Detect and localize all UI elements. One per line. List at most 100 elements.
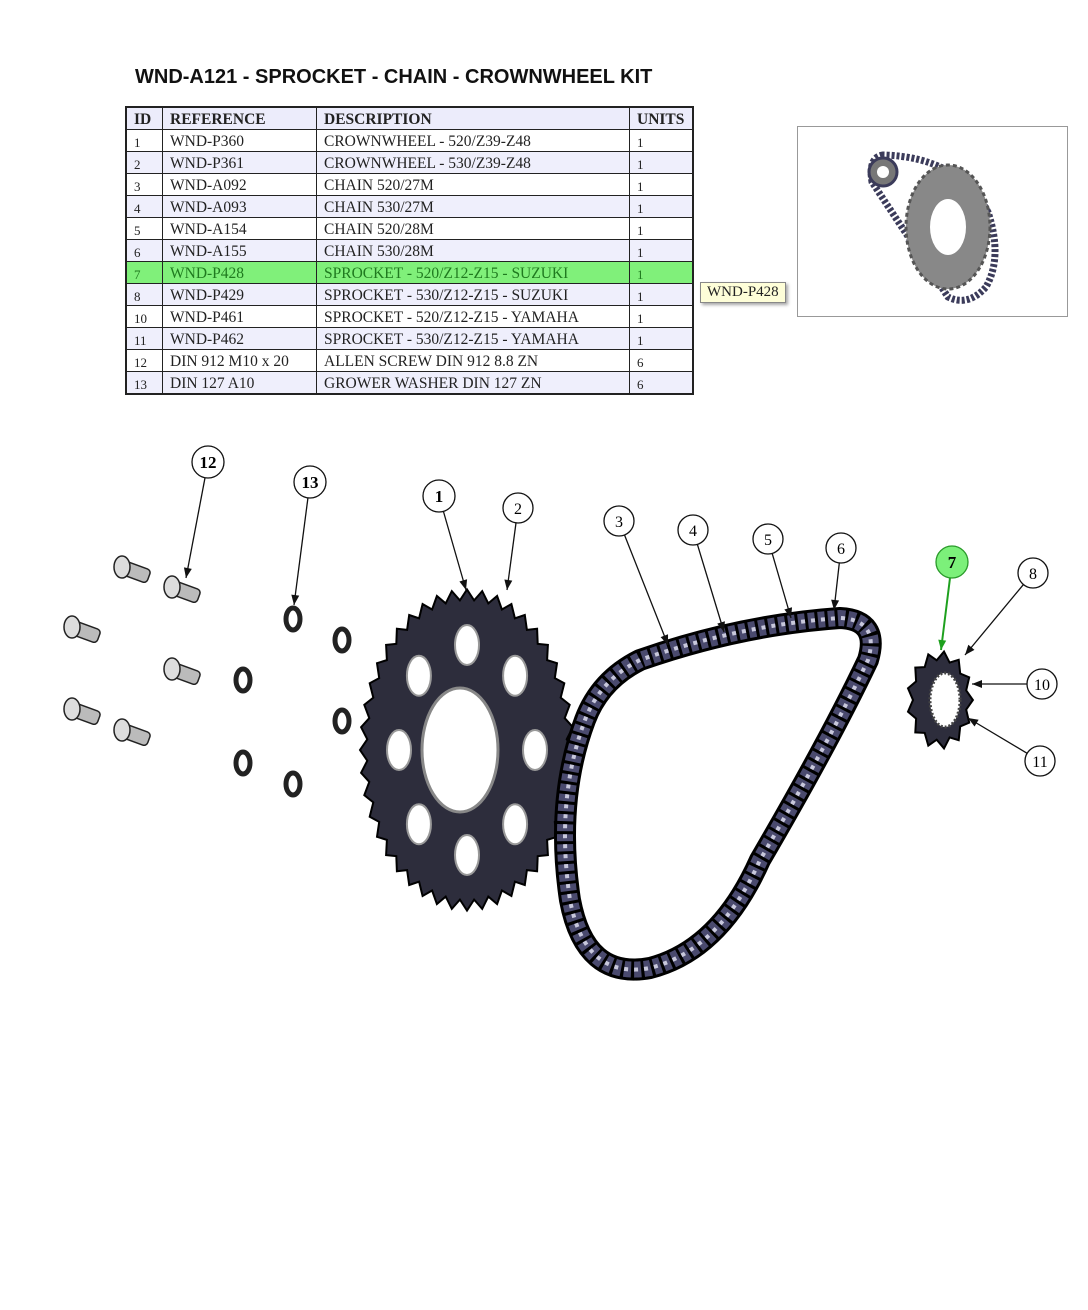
lightening-hole: [502, 803, 529, 846]
lightening-hole: [502, 654, 529, 697]
header-reference: REFERENCE: [162, 106, 317, 130]
callout-label: 6: [837, 541, 845, 558]
cell-reference: WND-A093: [162, 195, 317, 218]
lightening-hole: [522, 729, 548, 771]
sprocket-bore: [928, 671, 962, 729]
cell-reference: WND-P429: [162, 283, 317, 306]
callout-11[interactable]: 11: [1024, 745, 1056, 777]
cell-units: 6: [629, 349, 694, 372]
allen-screw: [113, 555, 151, 584]
grower-washer: [233, 749, 253, 777]
callout-label: 1: [435, 487, 444, 506]
allen-screw: [163, 657, 201, 686]
page-title: WND-A121 - SPROCKET - CHAIN - CROWNWHEEL…: [135, 66, 653, 88]
callout-6[interactable]: 6: [825, 532, 857, 564]
callout-label: 4: [689, 523, 697, 540]
leader-line: [623, 534, 669, 646]
cell-units: 1: [629, 151, 694, 174]
allen-screw: [63, 615, 101, 644]
arrowhead: [291, 594, 300, 605]
cell-reference: WND-P361: [162, 151, 317, 174]
arrowhead: [965, 644, 975, 655]
callout-4[interactable]: 4: [677, 514, 709, 546]
allen-screw: [163, 575, 201, 604]
callout-2[interactable]: 2: [502, 492, 534, 524]
callout-label: 10: [1034, 677, 1050, 694]
cell-description: SPROCKET - 520/Z12-Z15 - YAMAHA: [316, 305, 630, 328]
cell-description: CHAIN 530/28M: [316, 239, 630, 262]
arrowhead: [968, 718, 979, 727]
cell-id: 12: [125, 349, 163, 372]
assembly-thumbnail[interactable]: [797, 126, 1068, 317]
cell-reference: WND-A154: [162, 217, 317, 240]
cell-reference: DIN 127 A10: [162, 371, 317, 395]
arrowhead: [183, 567, 192, 578]
leader-line: [185, 477, 206, 579]
cell-id: 6: [125, 239, 163, 262]
allen-screw: [63, 697, 101, 726]
cell-units: 1: [629, 283, 694, 306]
cell-description: CROWNWHEEL - 530/Z39-Z48: [316, 151, 630, 174]
callout-13[interactable]: 13: [293, 465, 327, 499]
lightening-hole: [405, 654, 432, 697]
arrowhead: [717, 621, 725, 632]
leader-line: [293, 497, 309, 606]
arrowhead: [831, 599, 840, 610]
callout-1[interactable]: 1: [422, 479, 456, 513]
leader-line: [442, 511, 467, 591]
leader-line: [967, 717, 1028, 754]
crownwheel-bore: [420, 686, 500, 814]
leader-line: [696, 544, 725, 633]
tooltip: WND-P428: [700, 282, 786, 303]
cell-reference: DIN 912 M10 x 20: [162, 349, 317, 372]
table-header: ID REFERENCE DESCRIPTION UNITS: [125, 106, 694, 130]
lightening-hole: [386, 729, 412, 771]
cell-description: CHAIN 520/27M: [316, 173, 630, 196]
grower-washer: [283, 770, 303, 798]
callout-label: 11: [1032, 754, 1047, 771]
callout-3[interactable]: 3: [603, 505, 635, 537]
callout-12[interactable]: 12: [191, 445, 225, 479]
cell-id: 4: [125, 195, 163, 218]
cell-reference: WND-P428: [162, 261, 317, 284]
grower-washer: [283, 605, 303, 633]
arrowhead: [972, 680, 982, 688]
callout-label: 8: [1029, 566, 1037, 583]
callout-10[interactable]: 10: [1026, 668, 1058, 700]
lightening-hole: [405, 803, 432, 846]
arrowhead: [504, 579, 513, 590]
callout-5[interactable]: 5: [752, 523, 784, 555]
cell-description: CHAIN 530/27M: [316, 195, 630, 218]
cell-description: ALLEN SCREW DIN 912 8.8 ZN: [316, 349, 630, 372]
cell-id: 11: [125, 327, 163, 350]
callout-8[interactable]: 8: [1017, 557, 1049, 589]
cell-description: CROWNWHEEL - 520/Z39-Z48: [316, 129, 630, 152]
arrowhead: [784, 607, 793, 618]
cell-id: 7: [125, 261, 163, 284]
callout-label: 7: [948, 553, 957, 572]
cell-description: GROWER WASHER DIN 127 ZN: [316, 371, 630, 395]
callout-7[interactable]: 7: [935, 545, 969, 579]
leader-line: [964, 584, 1024, 656]
callout-label: 5: [764, 532, 772, 549]
lightening-hole: [454, 624, 480, 666]
callout-label: 2: [514, 501, 522, 518]
leader-line: [506, 522, 517, 591]
grower-washer: [332, 707, 352, 735]
leader-line: [940, 577, 952, 651]
cell-reference: WND-P462: [162, 327, 317, 350]
leader-line: [771, 553, 792, 619]
grower-washer: [332, 626, 352, 654]
arrowhead: [660, 634, 669, 645]
